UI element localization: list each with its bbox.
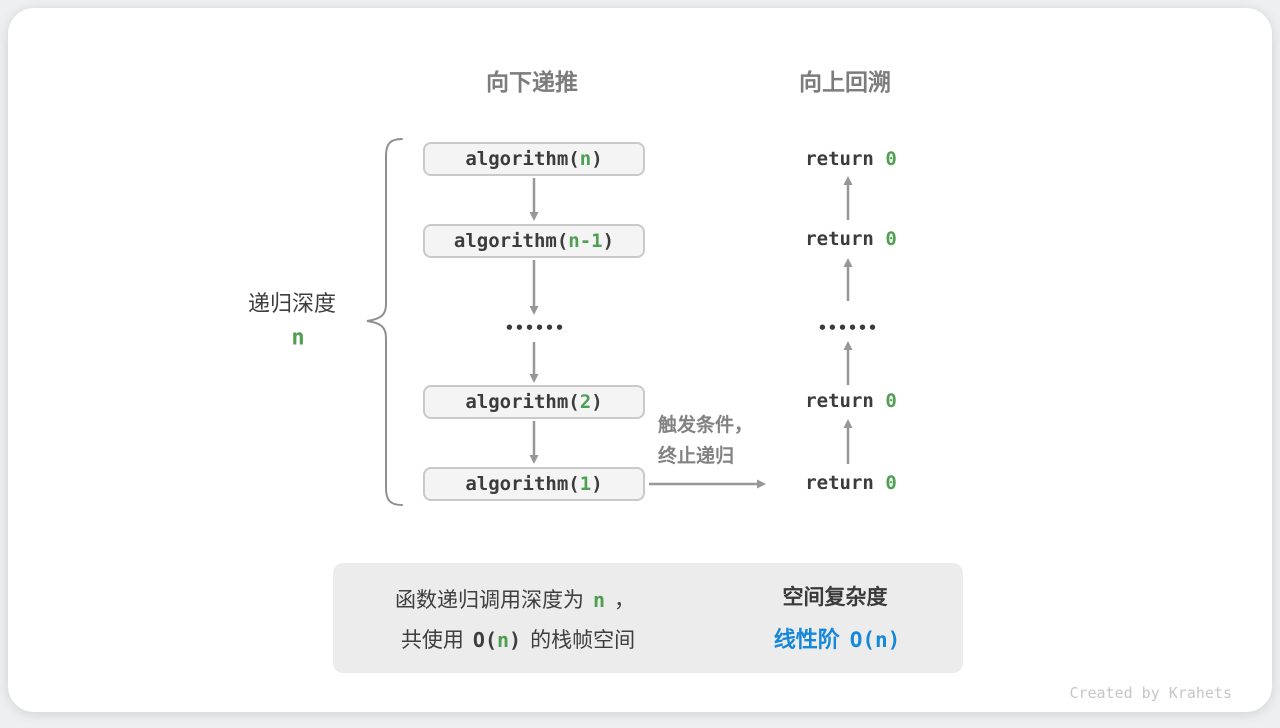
call-text: algorithm(n) xyxy=(465,148,603,170)
base-case-note-line1: 触发条件， xyxy=(658,415,754,436)
depth-value: n xyxy=(291,325,305,351)
base-case-note: 触发条件， 终止递归 xyxy=(658,410,753,472)
credit-text: Created by Krahets xyxy=(1069,684,1232,702)
return-statement-3: return 0 xyxy=(805,390,897,412)
ellipsis-left: •••••• xyxy=(504,319,566,337)
return-value: 0 xyxy=(885,472,897,494)
call-arg: n-1 xyxy=(568,230,603,252)
space-complexity-title: 空间复杂度 xyxy=(782,586,888,609)
diagram-card: 向下递推 向上回溯 递归深度 n algorithm(n) algorithm(… xyxy=(8,8,1272,712)
header-downward-recursion: 向下递推 xyxy=(486,69,578,95)
depth-label: 递归深度 xyxy=(247,291,337,316)
summary-arg-n: n xyxy=(497,628,510,652)
call-box-algorithm-1: algorithm(1) xyxy=(423,467,645,501)
call-text: algorithm(1) xyxy=(465,473,603,495)
return-value: 0 xyxy=(885,228,897,250)
call-text: algorithm(n-1) xyxy=(453,230,615,252)
call-box-algorithm-2: algorithm(2) xyxy=(423,385,645,419)
call-box-algorithm-n-1: algorithm(n-1) xyxy=(423,224,645,258)
return-value: 0 xyxy=(885,148,897,170)
depth-brace xyxy=(366,138,403,506)
call-arg: 1 xyxy=(579,473,592,495)
call-arg: n xyxy=(579,148,592,170)
call-text: algorithm(2) xyxy=(465,391,603,413)
return-statement-4: return 0 xyxy=(805,472,897,494)
call-box-algorithm-n: algorithm(n) xyxy=(423,142,645,176)
return-value: 0 xyxy=(885,390,897,412)
header-upward-backtracking: 向上回溯 xyxy=(799,69,891,95)
call-arg: 2 xyxy=(579,391,592,413)
return-statement-1: return 0 xyxy=(805,148,897,170)
base-case-note-line2: 终止递归 xyxy=(658,446,735,467)
summary-arg-n: n xyxy=(592,588,606,612)
return-statement-2: return 0 xyxy=(805,228,897,250)
ellipsis-right: •••••• xyxy=(817,319,879,337)
